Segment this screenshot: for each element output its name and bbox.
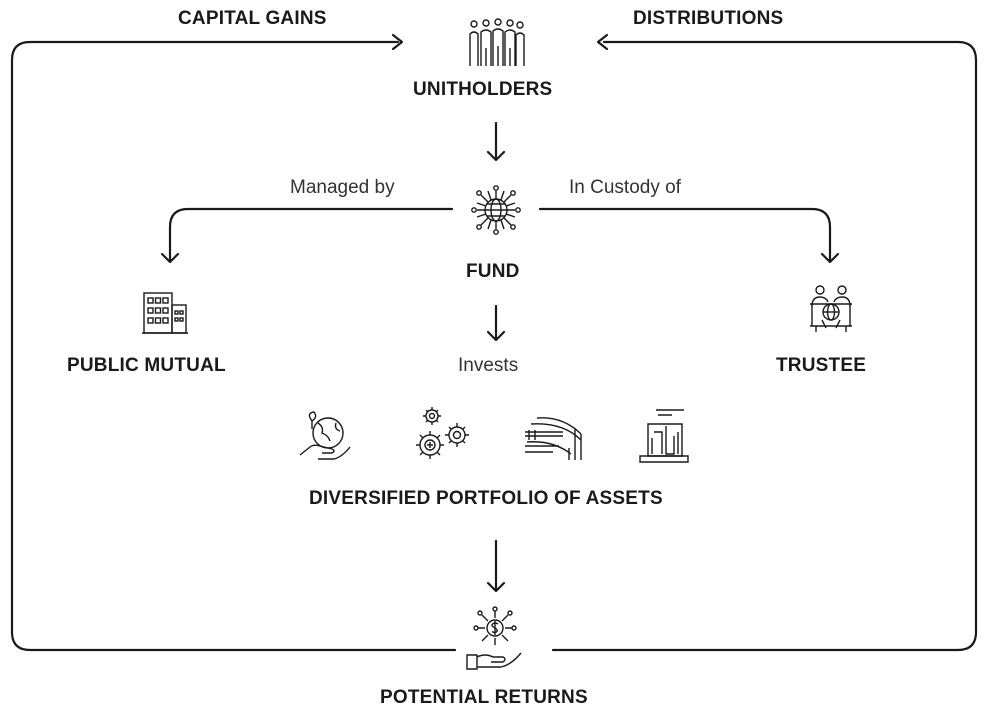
distributions-loop-line: [551, 40, 978, 652]
capital-gains-loop-line: [10, 40, 457, 652]
laptop-chart-icon: [638, 408, 690, 466]
invests-label: Invests: [458, 355, 519, 376]
gears-icon: [410, 405, 472, 467]
capital-gains-arrowhead: [391, 33, 404, 51]
office-building-icon: [140, 287, 190, 335]
public-mutual-label: PUBLIC MUTUAL: [67, 355, 226, 376]
managed-by-label: Managed by: [290, 177, 395, 198]
managed-by-branch: [160, 207, 454, 264]
unitholders-to-fund-arrow: [486, 121, 506, 162]
fund-to-invests-arrow: [486, 304, 506, 342]
handshake-globe-icon: [806, 284, 856, 336]
custody-branch: [538, 207, 840, 264]
infrastructure-bridge-icon: [523, 414, 585, 464]
trustee-label: TRUSTEE: [776, 355, 867, 376]
hand-globe-leaf-icon: [298, 411, 354, 467]
portfolio-label: DIVERSIFIED PORTFOLIO OF ASSETS: [309, 488, 663, 509]
people-group-icon: [466, 18, 526, 68]
unitholders-label: UNITHOLDERS: [413, 79, 553, 100]
capital-gains-label: CAPITAL GAINS: [178, 8, 327, 29]
globe-network-icon: [465, 179, 527, 241]
fund-label: FUND: [466, 261, 520, 282]
potential-returns-label: POTENTIAL RETURNS: [380, 687, 588, 708]
hand-dollar-icon: [463, 603, 527, 673]
in-custody-of-label: In Custody of: [569, 177, 681, 198]
distributions-arrowhead: [596, 33, 609, 51]
portfolio-to-returns-arrow: [486, 539, 506, 593]
distributions-label: DISTRIBUTIONS: [633, 8, 784, 29]
